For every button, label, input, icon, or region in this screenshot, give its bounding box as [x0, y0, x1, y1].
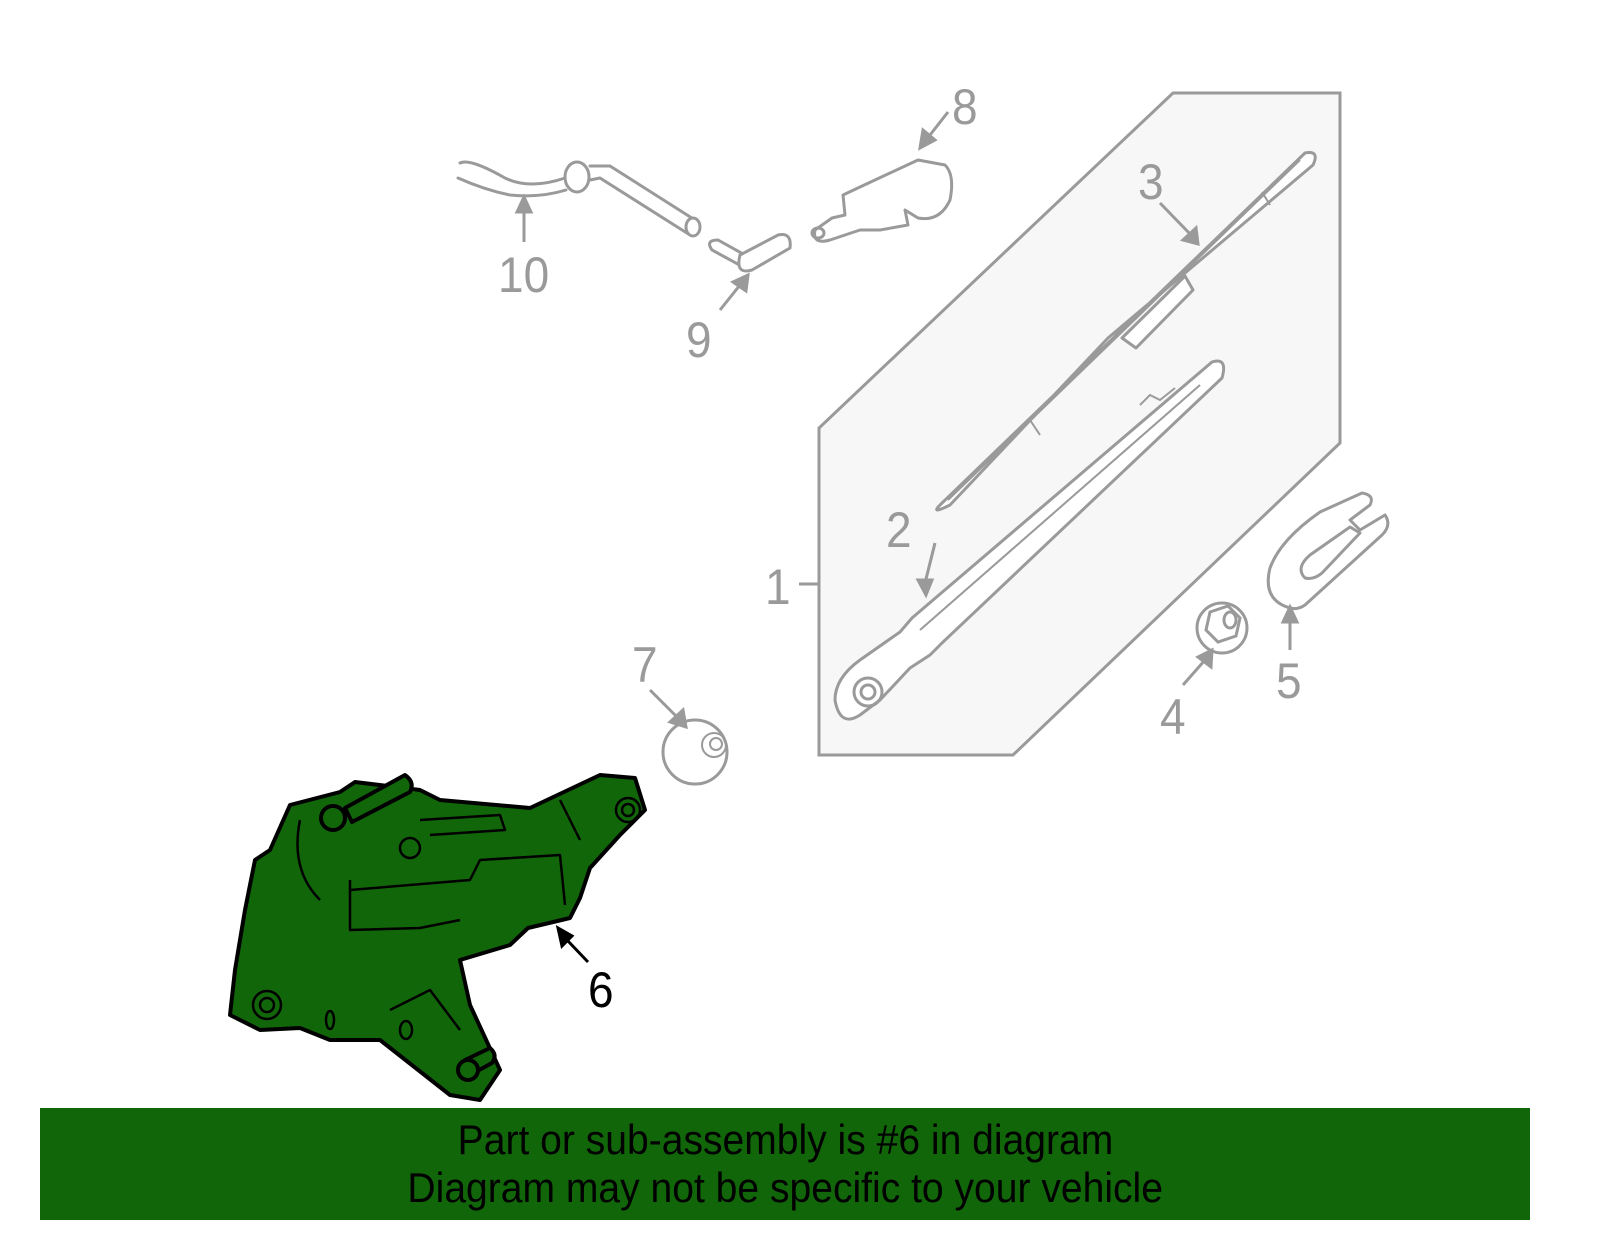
wiper-blade-part — [935, 151, 1317, 512]
callout-8: 8 — [952, 79, 978, 135]
callout-5: 5 — [1276, 653, 1302, 709]
info-banner: Part or sub-assembly is #6 in diagram Di… — [40, 1108, 1530, 1220]
banner-line-part-number: Part or sub-assembly is #6 in diagram — [457, 1116, 1113, 1163]
banner-line-disclaimer: Diagram may not be specific to your vehi… — [407, 1164, 1163, 1211]
callout-4: 4 — [1160, 689, 1186, 745]
leader-arrows — [514, 111, 1300, 964]
wiper-arm-part — [833, 359, 1226, 721]
callout-10: 10 — [498, 247, 550, 303]
washer-hose-part — [456, 160, 702, 238]
callout-3: 3 — [1138, 154, 1164, 210]
arm-cap-part — [1266, 491, 1390, 611]
callout-1: 1 — [765, 559, 791, 615]
hose-connector-part — [708, 233, 792, 273]
callout-9: 9 — [686, 312, 712, 368]
nut-part — [1195, 601, 1249, 655]
callout-6: 6 — [588, 962, 614, 1018]
grommet-part — [661, 718, 729, 786]
callout-2: 2 — [886, 502, 912, 558]
wiper-motor-part — [228, 773, 647, 1102]
washer-nozzle-part — [810, 158, 954, 243]
callout-7: 7 — [632, 637, 658, 693]
